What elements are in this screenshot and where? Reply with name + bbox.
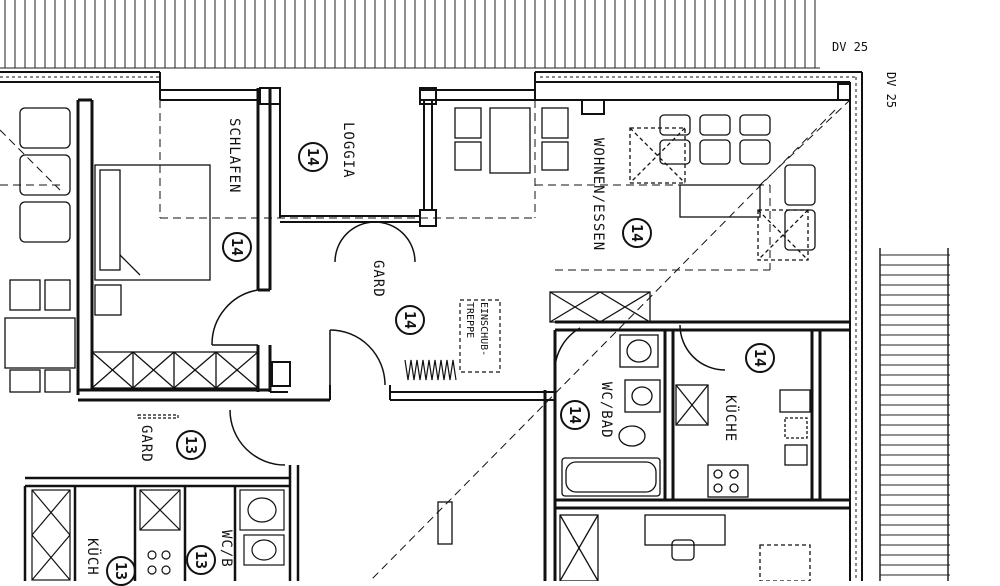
lower-unit-fixtures bbox=[31, 414, 285, 581]
bed bbox=[94, 164, 211, 316]
bath-kitchen-walls bbox=[543, 320, 850, 581]
unit-badge-kueche-lower: 13 bbox=[106, 556, 136, 586]
unit-badge-schlafen: 14 bbox=[222, 232, 252, 262]
room-label-wc-bad: WC/BAD bbox=[598, 382, 614, 439]
room-label-wohnen: WOHNEN/ESSEN bbox=[590, 138, 606, 252]
schlafen-walls bbox=[76, 88, 330, 402]
label-treppe: TREPPE bbox=[464, 302, 475, 339]
loggia-walls bbox=[259, 87, 437, 227]
wall-hatch bbox=[0, 76, 857, 581]
room-label-loggia: LOGGIA bbox=[340, 122, 356, 179]
room-label-gard-upper: GARD bbox=[370, 260, 386, 298]
dimension-label-side: DV 25 bbox=[884, 72, 898, 109]
unit-badge-loggia: 14 bbox=[298, 142, 328, 172]
living-furniture bbox=[454, 107, 816, 261]
label-einschub: EINSCHUB- bbox=[478, 302, 489, 357]
exterior-walls bbox=[0, 71, 863, 581]
unit-badge-wohnen: 14 bbox=[622, 218, 652, 248]
corridor-walls bbox=[270, 361, 555, 401]
left-furniture bbox=[4, 107, 76, 393]
right-lower bbox=[437, 501, 811, 581]
lower-unit-walls bbox=[23, 465, 300, 581]
dimension-label-top: DV 25 bbox=[832, 40, 869, 54]
room-label-gard-lower: GARD bbox=[138, 425, 154, 463]
unit-badge-gard-lower: 13 bbox=[176, 430, 206, 460]
unit-badge-wc-lower: 13 bbox=[186, 545, 216, 575]
unit-badge-kueche: 14 bbox=[745, 343, 775, 373]
roof-top bbox=[0, 0, 820, 69]
bath-fixtures bbox=[561, 334, 661, 497]
room-label-kueche: KÜCHE bbox=[722, 395, 738, 443]
wohnen-walls bbox=[535, 83, 851, 115]
roof-right bbox=[879, 248, 950, 581]
wardrobes bbox=[91, 291, 709, 426]
folding-stair bbox=[404, 299, 501, 381]
unit-badge-gard-upper: 14 bbox=[395, 305, 425, 335]
kitchen-fixtures bbox=[707, 389, 811, 498]
room-label-wc-lower: WC/B bbox=[218, 530, 234, 568]
unit-badge-wc-bad: 14 bbox=[560, 400, 590, 430]
room-label-schlafen: SCHLAFEN bbox=[226, 118, 242, 194]
room-label-kueche-lower: KÜCH bbox=[84, 538, 100, 576]
